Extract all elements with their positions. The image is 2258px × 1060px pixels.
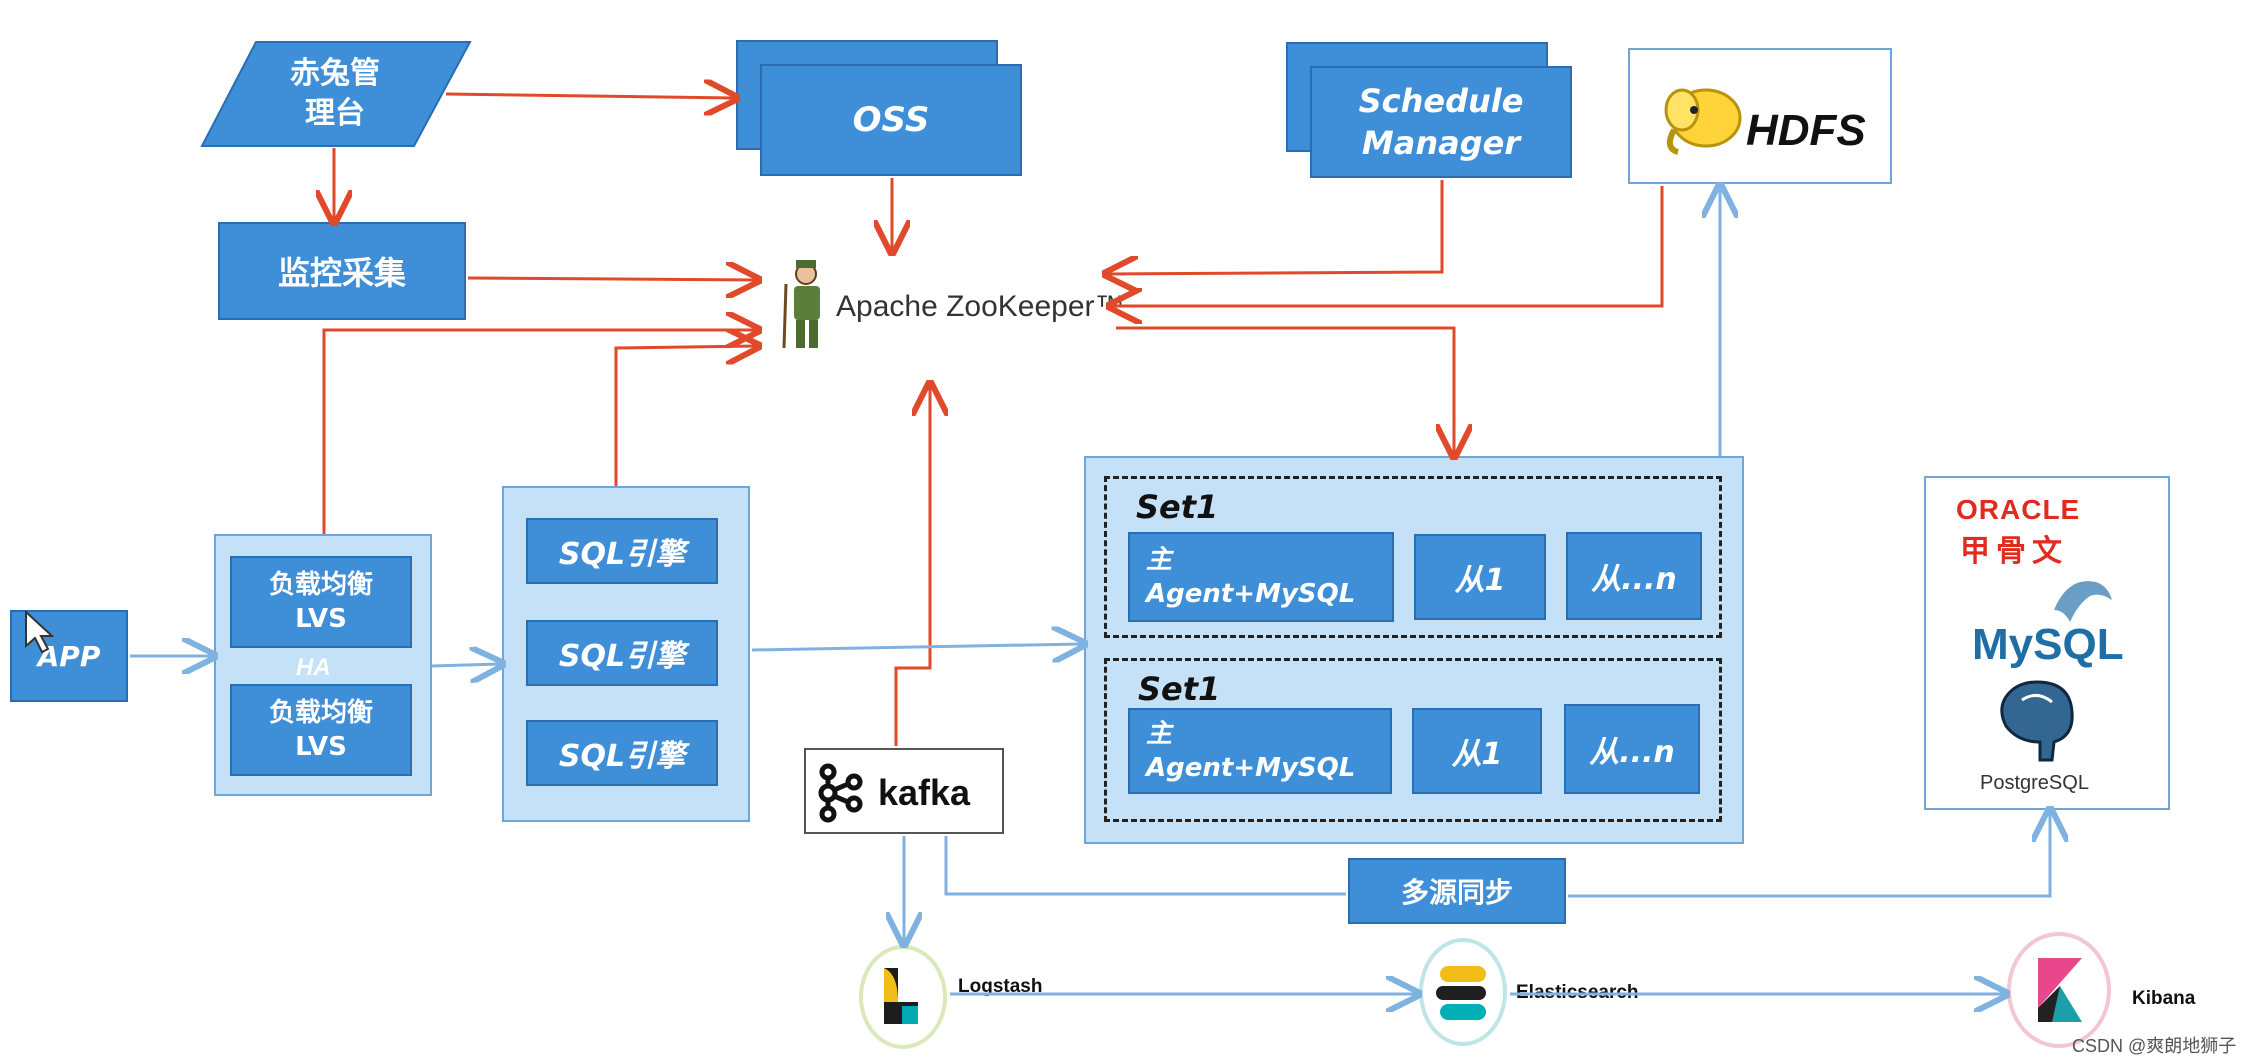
postgresql-elephant-icon <box>2000 680 2074 762</box>
cursor-icon <box>25 610 54 654</box>
multisource-sync-node: 多源同步 <box>1348 858 1566 924</box>
watermark: CSDN @爽朗地狮子 <box>2072 1036 2237 1056</box>
kibana-label: Kibana <box>2132 988 2196 1009</box>
set2-slave1: 从1 <box>1412 708 1542 794</box>
zookeeper-label: Apache ZooKeeper™ <box>836 290 1125 323</box>
oss-node: OSS <box>760 64 1022 176</box>
arrow-lb-to-sql <box>431 664 500 666</box>
set2-master: 主 Agent+MySQL <box>1128 708 1392 794</box>
arrow-sync-to-databases <box>1568 812 2050 898</box>
arrow-hdfs-to-zk <box>1112 186 1664 306</box>
mysql-label: MySQL <box>1972 620 2124 669</box>
set1-slave1: 从1 <box>1414 534 1546 620</box>
ha-label: HA <box>296 654 331 681</box>
sql-engine-3: SQL引擎 <box>526 720 718 786</box>
kafka-icon <box>818 763 863 823</box>
set1-dashed-frame <box>1104 476 1722 638</box>
arrow-kafka-to-sync <box>944 836 1346 896</box>
arrow-kafka-to-zk <box>894 386 930 746</box>
chitu-admin-shape <box>200 41 472 147</box>
hdfs-label: HDFS <box>1746 106 1866 155</box>
chitu-admin-node: 赤兔管 理台 <box>290 56 380 131</box>
set2-slaven: 从...n <box>1564 704 1700 794</box>
logstash-label: Logstash <box>958 976 1043 997</box>
arrow-sql-to-sets <box>751 644 1082 650</box>
set1-master: 主 Agent+MySQL <box>1128 532 1394 622</box>
hadoop-elephant-icon <box>1664 88 1742 155</box>
mysql-dolphin-icon <box>2054 581 2112 622</box>
kibana-icon <box>2007 932 2111 1048</box>
arrow-monitor-to-zk <box>467 278 756 280</box>
zookeeper-keeper-icon <box>782 260 820 349</box>
set1-label: Set1 <box>1136 488 1219 526</box>
kafka-label: kafka <box>878 772 971 813</box>
set2-dashed-frame <box>1104 658 1722 822</box>
arrow-admin-to-oss <box>445 94 734 98</box>
lb2-node: 负载均衡 LVS <box>230 684 412 776</box>
lb1-node: 负载均衡 LVS <box>230 556 412 648</box>
postgresql-label: PostgreSQL <box>1980 772 2089 794</box>
set2-label: Set1 <box>1138 670 1221 708</box>
schedule-manager-node: Schedule Manager <box>1310 66 1572 178</box>
arrow-sql-to-zk <box>614 346 756 486</box>
sql-engine-2: SQL引擎 <box>526 620 718 686</box>
oracle-cn-label: 甲骨文 <box>1960 535 2068 568</box>
monitor-node: 监控采集 <box>218 222 466 320</box>
oracle-label: ORACLE <box>1956 494 2081 525</box>
arrow-schedule-to-zk <box>1108 180 1444 274</box>
arrow-zk-to-sets <box>1116 326 1454 454</box>
set1-slaven: 从...n <box>1566 532 1702 620</box>
sql-engine-1: SQL引擎 <box>526 518 718 584</box>
arrow-lb-to-zk <box>322 330 756 534</box>
